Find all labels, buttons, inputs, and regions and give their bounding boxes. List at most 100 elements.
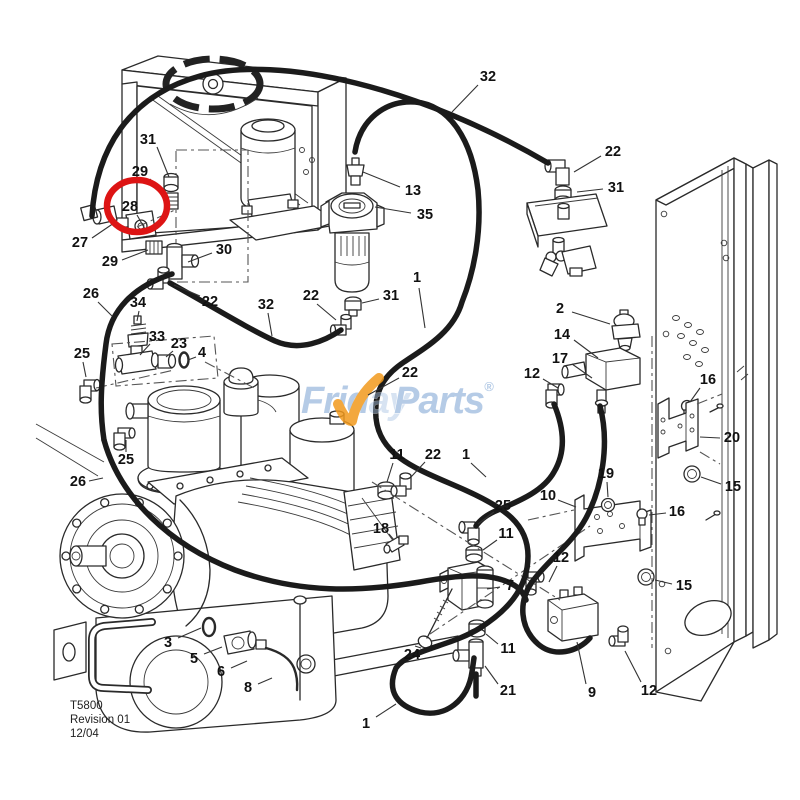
leader-line-7-38 bbox=[486, 586, 501, 590]
right-hardware-group bbox=[574, 397, 724, 586]
top-right-fitting-group bbox=[526, 159, 608, 277]
callout-12-42: 12 bbox=[553, 550, 569, 566]
leader-line-32-28 bbox=[267, 312, 273, 337]
callout-25-30: 25 bbox=[118, 452, 134, 468]
leader-line-27-3 bbox=[91, 222, 115, 239]
leader-line-5-51 bbox=[203, 646, 223, 655]
leader-line-25-36 bbox=[477, 511, 495, 525]
hose-engine-cross bbox=[101, 437, 529, 603]
leader-line-22-12 bbox=[316, 303, 337, 321]
callout-11-32: 11 bbox=[389, 447, 404, 463]
leader-line-10-39 bbox=[557, 499, 577, 508]
leader-line-12-42 bbox=[548, 565, 558, 583]
hose-to-solenoid-9 bbox=[520, 403, 608, 655]
left-fittings-group bbox=[79, 315, 219, 451]
leader-line-22-33 bbox=[410, 461, 426, 478]
model-number: T5800 bbox=[70, 700, 103, 712]
leader-line-32-7 bbox=[451, 84, 479, 113]
leader-line-1-34 bbox=[470, 462, 487, 478]
leader-line-17-17 bbox=[571, 363, 593, 379]
leader-line-9-44 bbox=[576, 641, 587, 685]
callout-18-35: 18 bbox=[373, 521, 389, 537]
highlight-circle-part-28 bbox=[103, 176, 171, 236]
leader-line-1-14 bbox=[418, 287, 426, 329]
callout-3-50: 3 bbox=[164, 635, 172, 651]
leader-line-18-35 bbox=[388, 533, 395, 541]
leader-line-24-46 bbox=[414, 645, 422, 649]
callout-7-38: 7 bbox=[506, 578, 514, 594]
leader-line-22-29 bbox=[367, 377, 400, 396]
leader-line-14-16 bbox=[573, 339, 599, 359]
leader-line-22-6 bbox=[173, 284, 201, 297]
callout-26-22: 26 bbox=[83, 286, 99, 302]
callout-17-17: 17 bbox=[552, 351, 568, 367]
callout-23-25: 23 bbox=[171, 336, 187, 352]
leader-line-11-32 bbox=[386, 462, 394, 483]
leader-line-26-22 bbox=[97, 301, 113, 317]
callout-35-11: 35 bbox=[417, 207, 433, 223]
callout-25-36: 25 bbox=[495, 498, 511, 514]
leader-line-2-15 bbox=[571, 311, 611, 325]
leader-line-12-18 bbox=[542, 378, 559, 389]
callout-22-6: 22 bbox=[202, 294, 218, 310]
callout-15-43: 15 bbox=[676, 578, 692, 594]
callout-22-8: 22 bbox=[605, 144, 621, 160]
nut-19 bbox=[600, 497, 616, 513]
leader-line-15-43 bbox=[654, 579, 673, 585]
panel-vent-holes bbox=[672, 315, 709, 367]
o-ring-4 bbox=[178, 351, 190, 369]
solenoid-valve-14 bbox=[585, 347, 641, 391]
fitting-13 bbox=[346, 164, 365, 177]
callout-32-7: 32 bbox=[480, 69, 496, 85]
callout-32-28: 32 bbox=[258, 297, 274, 313]
leader-line-28-2 bbox=[136, 214, 146, 230]
o-ring-3 bbox=[201, 616, 217, 638]
callout-11-47: 11 bbox=[500, 641, 515, 657]
pump-end-plate bbox=[59, 493, 185, 619]
callout-24-46: 24 bbox=[404, 647, 420, 663]
filter-bowl bbox=[334, 232, 370, 293]
nut-15-upper bbox=[683, 465, 701, 483]
leader-line-4-26 bbox=[187, 356, 197, 361]
nut-15-lower bbox=[637, 568, 655, 586]
callout-9-44: 9 bbox=[588, 685, 596, 701]
callout-19-40: 19 bbox=[598, 466, 614, 482]
radiator-fan-unit bbox=[121, 55, 347, 283]
leader-line-21-48 bbox=[484, 665, 499, 685]
leader-line-19-40 bbox=[606, 481, 609, 498]
callout-31-0: 31 bbox=[140, 132, 156, 148]
leader-line-23-25 bbox=[165, 350, 174, 358]
hose-1-main bbox=[352, 99, 531, 716]
leader-line-13-10 bbox=[362, 171, 401, 188]
callout-4-26: 4 bbox=[198, 345, 206, 361]
callout-16-41: 16 bbox=[669, 504, 685, 520]
alignment-box bbox=[175, 149, 249, 283]
leader-line-16-41 bbox=[648, 512, 667, 516]
callout-25-27: 25 bbox=[74, 346, 90, 362]
callout-26-31: 26 bbox=[70, 474, 86, 490]
callout-15-21: 15 bbox=[725, 479, 741, 495]
callout-28-2: 28 bbox=[122, 199, 138, 215]
leader-line-3-50 bbox=[177, 627, 202, 639]
callout-12-45: 12 bbox=[641, 683, 657, 699]
leader-line-33-24 bbox=[139, 343, 151, 356]
revision-label: Revision 01 bbox=[70, 714, 130, 726]
leader-line-8-53 bbox=[257, 677, 273, 685]
bracket-20 bbox=[657, 397, 699, 459]
callout-1-14: 1 bbox=[413, 270, 421, 286]
callout-14-16: 14 bbox=[554, 327, 570, 343]
callout-22-33: 22 bbox=[425, 447, 441, 463]
callout-21-48: 21 bbox=[500, 683, 516, 699]
callout-1-34: 1 bbox=[462, 447, 470, 463]
hoses bbox=[80, 66, 608, 716]
callout-2-15: 2 bbox=[556, 301, 564, 317]
callout-1-49: 1 bbox=[362, 716, 370, 732]
leader-line-26-31 bbox=[88, 477, 104, 482]
leader-line-20-20 bbox=[699, 436, 721, 439]
leader-line-35-11 bbox=[374, 206, 412, 214]
callout-11-37: 11 bbox=[498, 526, 513, 542]
hose-12-to-25 bbox=[473, 401, 565, 529]
revision-block: T5800 Revision 01 12/04 bbox=[70, 700, 130, 740]
callout-6-52: 6 bbox=[217, 664, 225, 680]
